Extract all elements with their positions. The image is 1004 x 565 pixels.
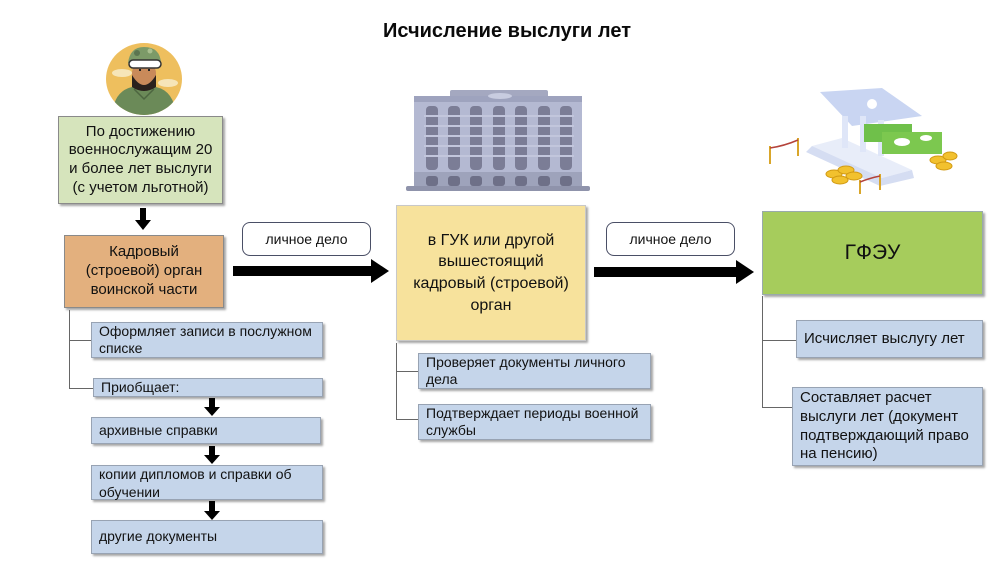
transfer-label-personal-file: личное дело	[242, 222, 371, 256]
bank-with-money-icon	[769, 88, 958, 194]
down-arrow-icon	[204, 446, 220, 464]
attachment-diploma-copies: копии дипломов и справки об обучении	[91, 465, 323, 500]
task-check-documents: Проверяет документы личного дела	[418, 353, 651, 389]
task-compose-service-calculation: Составляет расчет выслуги лет (документ …	[792, 387, 983, 466]
guk-text: в ГУК или другой вышестоящий кадровый (с…	[413, 231, 569, 314]
task-calculate-service-years: Исчисляет выслугу лет	[796, 320, 983, 358]
soldier-avatar-icon	[106, 43, 182, 115]
down-arrow-icon	[204, 398, 220, 416]
connector-line	[396, 343, 397, 419]
gfeu-text: ГФЭУ	[844, 240, 901, 264]
down-arrow-icon	[204, 501, 220, 520]
unit-hr-text: Кадровый (строевой) орган воинской части	[85, 243, 203, 298]
connector-line	[69, 340, 91, 341]
attachment-other-documents: другие документы	[91, 520, 323, 554]
connector-line	[762, 407, 792, 408]
connector-line	[762, 296, 763, 407]
unit-hr-box: Кадровый (строевой) орган воинской части	[64, 235, 224, 308]
transfer-label-personal-file: личное дело	[606, 222, 735, 256]
attachment-archive-certificates: архивные справки	[91, 417, 321, 444]
diagram-title: Исчисление выслуги лет	[383, 20, 631, 42]
connector-line	[396, 371, 418, 372]
connector-line	[762, 340, 796, 341]
connector-line	[69, 310, 70, 388]
office-building-icon	[406, 90, 590, 191]
condition-text: По достижению военнослужащим 20 и более …	[68, 122, 213, 196]
down-arrow-icon	[135, 208, 151, 230]
gfeu-box: ГФЭУ	[762, 211, 983, 295]
connector-line	[396, 419, 418, 420]
task-record-entries: Оформляет записи в послужном списке	[91, 322, 323, 358]
guk-box: в ГУК или другой вышестоящий кадровый (с…	[396, 205, 586, 341]
task-confirm-service-periods: Подтверждает периоды военной службы	[418, 404, 651, 440]
connector-line	[69, 388, 93, 389]
right-arrow-icon	[594, 260, 754, 284]
condition-box: По достижению военнослужащим 20 и более …	[58, 116, 223, 204]
right-arrow-icon	[233, 259, 389, 283]
task-attaches: Приобщает:	[93, 378, 323, 397]
